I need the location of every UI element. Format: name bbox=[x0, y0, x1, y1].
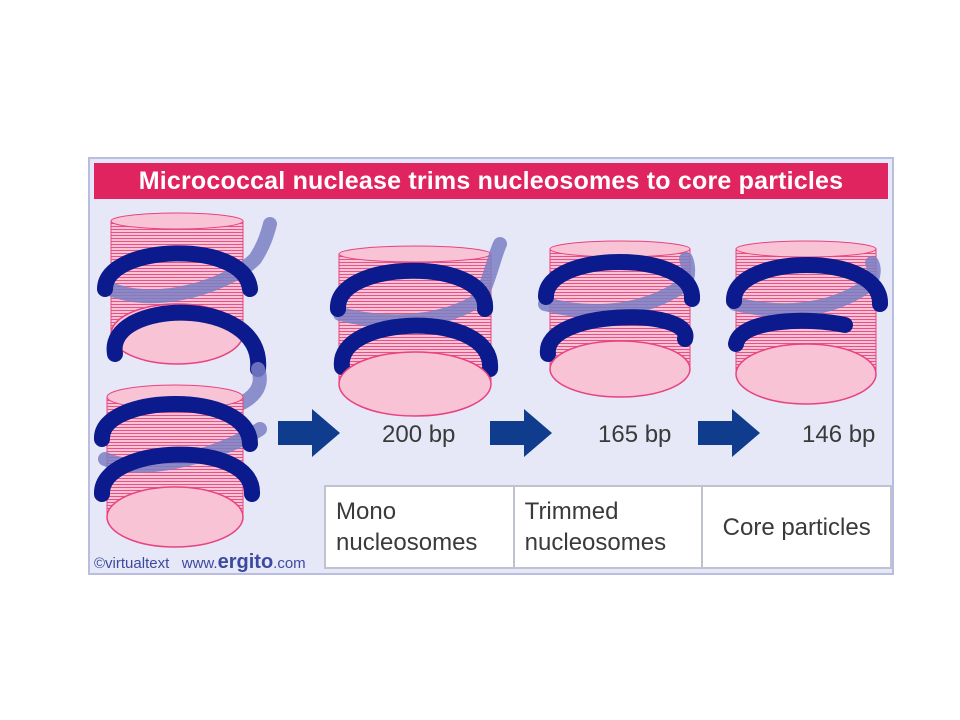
arrow-right-icon bbox=[698, 409, 760, 457]
mono-nucleosome-icon bbox=[330, 237, 507, 417]
size-label-trimmed: 165 bp bbox=[598, 421, 672, 448]
diagram-title: Micrococcal nuclease trims nucleosomes t… bbox=[94, 163, 888, 199]
size-label-mono: 200 bp bbox=[382, 421, 456, 448]
stage-label-core: Core particles bbox=[722, 513, 871, 541]
stage-label-table: Mono nucleosomes Trimmed nucleosomes Cor… bbox=[324, 485, 892, 569]
size-label-core: 146 bp bbox=[802, 421, 876, 448]
nucleosome-illustration bbox=[93, 212, 889, 548]
chromatin-fiber-icon bbox=[93, 212, 277, 548]
trimmed-nucleosome-icon bbox=[537, 240, 700, 398]
core-particle-icon bbox=[726, 240, 889, 405]
copyright-credit: ©virtualtext www.ergito.com bbox=[94, 551, 306, 573]
stage-label-mono: Mono nucleosomes bbox=[326, 487, 515, 567]
stage-label-trimmed: Trimmed nucleosomes bbox=[515, 487, 704, 567]
arrow-right-icon bbox=[490, 409, 552, 457]
arrow-right-icon bbox=[278, 409, 340, 457]
diagram-panel: Micrococcal nuclease trims nucleosomes t… bbox=[88, 157, 894, 575]
